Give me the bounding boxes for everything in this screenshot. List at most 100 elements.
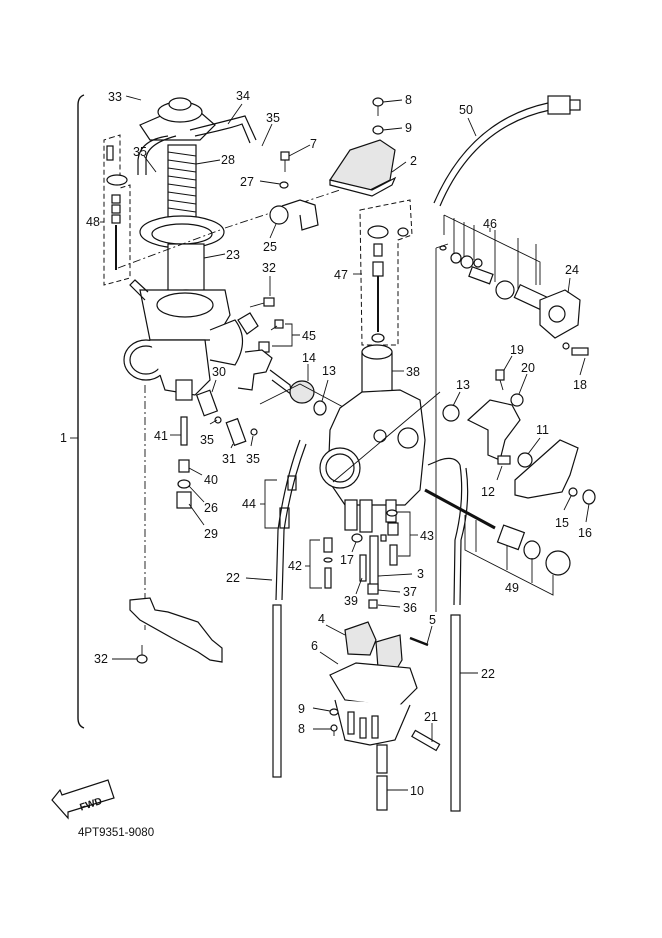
callout-35b: 35 [133, 145, 147, 159]
washer-26 [177, 479, 191, 489]
bracket-upper [466, 399, 521, 461]
callout-31: 31 [222, 452, 236, 466]
holder-37 [367, 583, 379, 595]
callout-13a: 13 [322, 364, 336, 378]
screw-set-42 [309, 537, 333, 589]
callout-21: 21 [424, 710, 438, 724]
pin-5 [409, 636, 429, 647]
callout-2: 2 [410, 154, 417, 168]
jet-set-43 [380, 509, 411, 566]
collar-11 [517, 452, 533, 468]
callout-12: 12 [481, 485, 495, 499]
screw-32a [249, 297, 275, 308]
callout-44: 44 [242, 497, 256, 511]
clip-35d [250, 428, 258, 436]
washer-17 [351, 533, 363, 543]
lever-arm [237, 349, 293, 397]
callout-27: 27 [240, 175, 254, 189]
callout-9b: 9 [298, 702, 305, 716]
callout-20: 20 [521, 361, 535, 375]
callout-45: 45 [302, 329, 316, 343]
callout-48: 48 [86, 215, 100, 229]
link-plate [237, 312, 259, 335]
jet-39 [359, 554, 367, 582]
washer-27 [279, 181, 289, 189]
screw-8b [330, 724, 338, 736]
starter-plunger-49 [424, 488, 571, 596]
callout-25: 25 [263, 240, 277, 254]
screw-set-45 [258, 319, 284, 353]
callout-38: 38 [406, 365, 420, 379]
main-jet-36 [368, 599, 378, 609]
diaphragm-piston-23 [139, 215, 225, 303]
screw-18 [562, 342, 589, 356]
cover-24 [539, 289, 581, 339]
nut-20 [510, 393, 524, 407]
callout-43: 43 [420, 529, 434, 543]
fwd-arrow-icon: FWD [51, 779, 115, 820]
callout-39: 39 [344, 594, 358, 608]
callout-24: 24 [565, 263, 579, 277]
callout-35a: 35 [266, 111, 280, 125]
drain-screw-21 [411, 729, 441, 752]
callout-32a: 32 [262, 261, 276, 275]
callout-22a: 22 [226, 571, 240, 585]
callout-10: 10 [410, 784, 424, 798]
callout-16: 16 [578, 526, 592, 540]
callout-13b: 13 [456, 378, 470, 392]
callout-33: 33 [108, 90, 122, 104]
callout-26: 26 [204, 501, 218, 515]
hose-22-left [272, 439, 307, 778]
spring-28 [167, 144, 197, 218]
needle-jet-set-47-box [359, 199, 413, 346]
screw-set-44 [264, 475, 297, 529]
callout-29: 29 [204, 527, 218, 541]
holder-25 [269, 199, 319, 231]
callout-46: 46 [483, 217, 497, 231]
callout-23: 23 [226, 248, 240, 262]
callout-7: 7 [310, 137, 317, 151]
callout-8b: 8 [298, 722, 305, 736]
callout-34: 34 [236, 89, 250, 103]
screw-12 [497, 455, 511, 465]
callout-42a: 42 [288, 559, 302, 573]
screw-19 [495, 369, 505, 391]
lever-plate-11 [514, 439, 579, 499]
assembly-bracket: 1 [60, 94, 85, 729]
screw-8a [372, 97, 384, 116]
callout-11: 11 [536, 423, 549, 437]
washer-15 [568, 487, 578, 497]
rod-41 [180, 416, 188, 446]
callout-37: 37 [403, 585, 417, 599]
callout-17: 17 [340, 553, 354, 567]
hose-10 [376, 744, 388, 811]
hose-31 [225, 417, 247, 447]
callout-18: 18 [573, 378, 587, 392]
nut-16 [582, 489, 596, 505]
top-cap-34 [137, 97, 257, 175]
float-bowl [329, 662, 418, 746]
callout-14: 14 [302, 351, 316, 365]
collar-13b [442, 404, 460, 422]
callout-6: 6 [311, 639, 318, 653]
screw-7 [280, 151, 290, 172]
washer-9b [329, 708, 339, 716]
callout-40: 40 [204, 473, 218, 487]
callout-4: 4 [318, 612, 325, 626]
callout-8a: 8 [405, 93, 412, 107]
spring-14 [289, 380, 315, 404]
callout-50: 50 [459, 103, 473, 117]
callout-35d: 35 [246, 452, 260, 466]
collar-13a [313, 400, 327, 416]
callout-32b: 32 [94, 652, 108, 666]
hose-22-right [450, 464, 469, 812]
callout-9a: 9 [405, 121, 412, 135]
callout-3: 3 [417, 567, 424, 581]
callout-28: 28 [221, 153, 235, 167]
screw-32b [136, 645, 148, 664]
callout-47: 47 [334, 268, 348, 282]
clip-35c [214, 416, 222, 424]
part-code: 4PT9351-9080 [78, 827, 154, 839]
cover-2 [329, 139, 397, 197]
